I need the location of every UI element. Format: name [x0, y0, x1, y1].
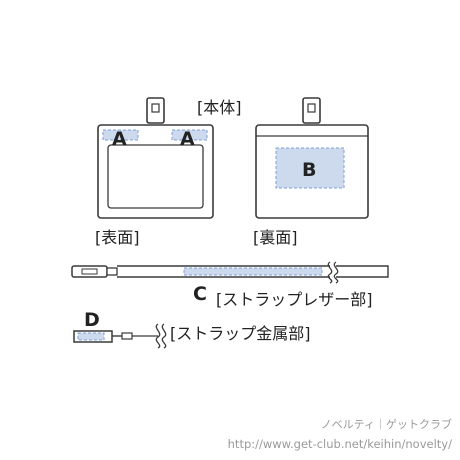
- strap-leather: [71, 261, 389, 284]
- front-card: A A: [97, 97, 214, 219]
- marker-c: C: [193, 283, 207, 305]
- label-front: [表面]: [95, 228, 140, 247]
- marker-d: D: [84, 309, 100, 331]
- label-strap-metal: [ストラップ金属部]: [170, 324, 311, 343]
- print-area-a-left: [102, 129, 139, 141]
- marker-a-right: A: [180, 128, 195, 150]
- label-main-body: [本体]: [197, 98, 242, 117]
- label-strap-leather: [ストラップレザー部]: [216, 290, 373, 309]
- front-card-window: [107, 144, 204, 209]
- watermark-brand: ノベルティ｜ゲットクラブ: [321, 417, 452, 431]
- print-area-c: [183, 267, 323, 276]
- print-area-b: [275, 147, 345, 189]
- marker-b: B: [302, 159, 316, 181]
- strap-metal: [73, 323, 167, 349]
- label-back: [裏面]: [253, 228, 298, 247]
- back-card: B: [255, 97, 369, 219]
- marker-a-left: A: [112, 128, 127, 150]
- print-area-a-right: [171, 129, 208, 141]
- watermark-url: http://www.get-club.net/keihin/novelty/: [228, 437, 452, 451]
